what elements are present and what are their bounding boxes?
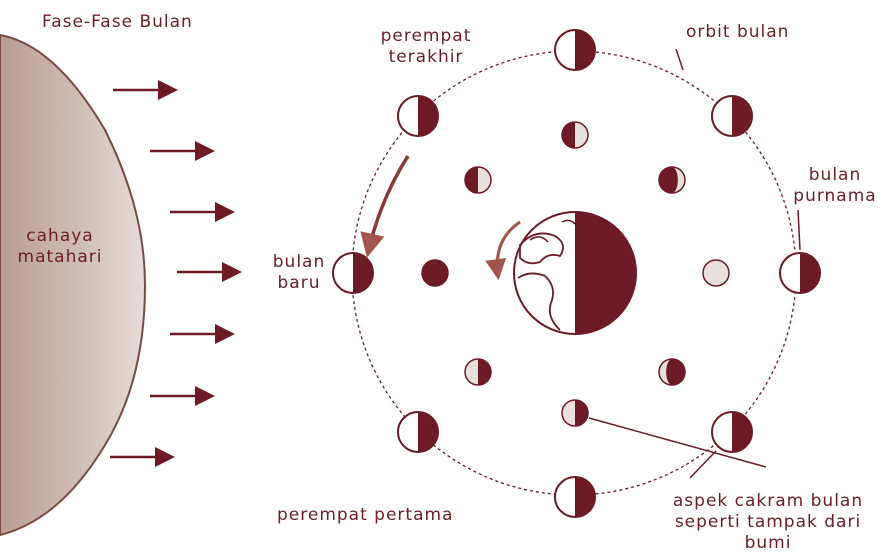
full-moon-leader-line (798, 210, 800, 250)
disc-aspect-label-line-1: aspek cakram bulan (648, 491, 888, 512)
moon-phase-icon (398, 96, 438, 136)
last-quarter-label-line-2: terakhir (370, 47, 482, 68)
moon-aspect-icon (465, 359, 491, 385)
moon-phase-icon (712, 96, 752, 136)
disc-aspect-label: aspek cakram bulan seperti tampak dari b… (648, 491, 888, 554)
sunlight-label-line-1: cahaya (12, 226, 108, 247)
full-moon-label-line-1: bulan (780, 165, 890, 186)
new-moon-label-line-1: bulan (262, 252, 336, 273)
last-quarter-label: perempat terakhir (370, 26, 482, 68)
diagram-title: Fase-Fase Bulan (42, 12, 193, 33)
sunlight-label-line-2: matahari (12, 247, 108, 268)
moon-phase-icon (555, 30, 595, 70)
full-moon-label: bulan purnama (780, 165, 890, 207)
moon-aspect-icon (659, 359, 685, 385)
moon-phase-icon (333, 253, 373, 293)
sun-icon (0, 35, 145, 535)
moon-aspect-icon (562, 122, 588, 148)
moon-aspect-icon (422, 260, 448, 286)
moon-phase-icon (712, 412, 752, 452)
disc-aspect-label-line-2: seperti tampak dari (648, 512, 888, 533)
orbit-leader-line (676, 49, 683, 70)
moon-phase-icon (780, 253, 820, 293)
sunlight-label: cahaya matahari (12, 226, 108, 268)
moon-phase-icon (398, 412, 438, 452)
disc-aspect-label-line-3: bumi (648, 533, 888, 554)
moon-aspect-icon (659, 167, 685, 193)
new-moon-label: bulan baru (262, 252, 336, 294)
first-quarter-label: perempat pertama (277, 505, 453, 526)
orbit-direction-arrow-icon (368, 156, 408, 253)
moon-aspect-icon (465, 167, 491, 193)
last-quarter-label-line-1: perempat (370, 26, 482, 47)
orbit-label: orbit bulan (686, 22, 789, 43)
moon-aspect-icon (703, 260, 729, 286)
new-moon-label-line-2: baru (262, 273, 336, 294)
full-moon-label-line-2: purnama (780, 186, 890, 207)
moon-phase-icon (555, 477, 595, 517)
disc-aspect-leader-line-2 (690, 451, 716, 478)
earth-icon (514, 212, 636, 334)
moon-aspect-icon (562, 400, 588, 426)
